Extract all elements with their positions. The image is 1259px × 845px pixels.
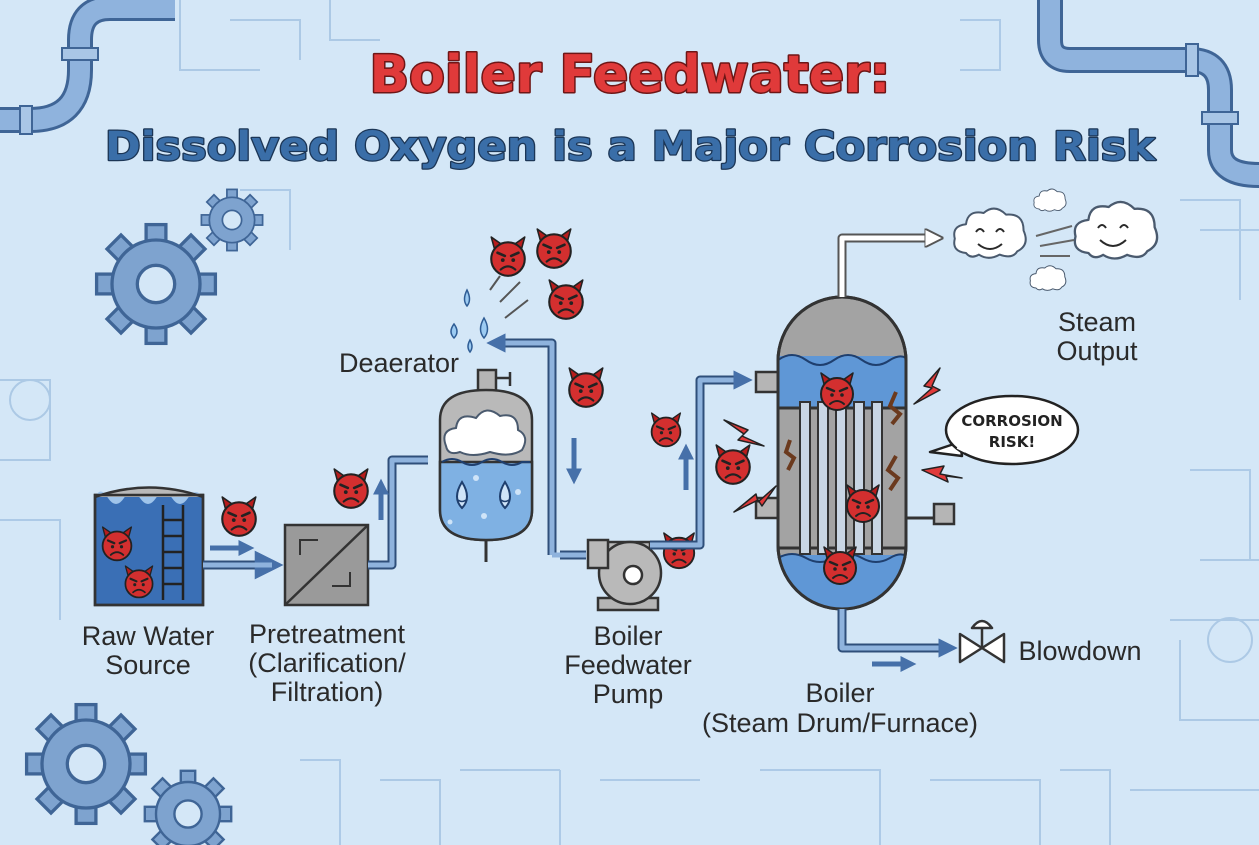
steam-cloud-icon <box>1073 200 1159 260</box>
oxygen-devil-icon <box>662 532 696 570</box>
label-blowdown: Blowdown <box>1018 636 1141 666</box>
pipe-deaerator-loop <box>503 338 586 560</box>
blowdown-pipe <box>837 609 946 653</box>
feedwater-pump <box>586 538 663 612</box>
label-pretreatment-line-3: Filtration) <box>271 677 384 707</box>
corrosion-risk-callout: CORROSION RISK! <box>928 394 1080 466</box>
oxygen-devil-icon <box>124 565 154 599</box>
gear-icon <box>143 769 233 845</box>
steam-puff <box>1029 265 1067 291</box>
callout-line-2: RISK! <box>989 433 1035 451</box>
steam-lines <box>1035 225 1075 257</box>
label-pretreatment-line-1: Pretreatment <box>249 619 406 649</box>
deaerator-vessel <box>438 368 534 562</box>
steam-pipe <box>837 233 928 297</box>
label-raw-water-line-2: Source <box>105 650 191 680</box>
label-pump-line-1: Boiler <box>593 621 662 651</box>
gear-icon <box>24 702 148 826</box>
deaerator-vent-spray <box>450 275 529 354</box>
oxygen-devil-icon <box>547 279 585 321</box>
steam-puff <box>1033 188 1067 212</box>
corner-pipe-top-left <box>0 0 175 135</box>
raw-water-tank <box>93 486 205 607</box>
valve-icon <box>958 619 1006 664</box>
label-pump-line-2: Feedwater <box>564 650 692 680</box>
oxygen-devil-icon <box>489 236 527 278</box>
gear-icon <box>200 188 264 252</box>
subtitle: Dissolved Oxygen is a Major Corrosion Ri… <box>105 124 1157 170</box>
gear-icon <box>94 222 218 346</box>
label-pump-line-3: Pump <box>593 679 664 709</box>
label-steam-line-1: Steam <box>1058 307 1136 337</box>
steam-cloud-icon <box>953 207 1027 259</box>
oxygen-devil-icon <box>819 372 855 412</box>
label-raw-water-line-1: Raw Water <box>82 621 215 651</box>
pipe-to-deaerator <box>368 455 428 570</box>
oxygen-devil-icon <box>822 546 858 586</box>
label-boiler-line-2: (Steam Drum/Furnace) <box>702 708 978 738</box>
pretreatment-unit <box>283 523 370 607</box>
label-deaerator: Deaerator <box>339 348 459 378</box>
oxygen-devil-icon <box>332 468 370 510</box>
oxygen-devil-icon <box>714 444 752 486</box>
pipe-pump-to-boiler <box>650 375 740 550</box>
oxygen-devil-icon <box>845 484 881 524</box>
label-steam-line-2: Output <box>1056 336 1138 366</box>
oxygen-devil-icon <box>220 496 258 538</box>
oxygen-devil-icon <box>650 412 682 448</box>
callout-line-1: CORROSION <box>961 412 1062 430</box>
label-boiler-line-1: Boiler <box>805 678 874 708</box>
oxygen-devil-icon <box>101 526 133 562</box>
lightning-icon <box>723 367 963 513</box>
oxygen-devil-icon <box>567 367 605 409</box>
corner-pipe-top-right <box>1037 0 1259 188</box>
title: Boiler Feedwater: <box>370 45 891 105</box>
label-pretreatment-line-2: (Clarification/ <box>248 648 406 678</box>
oxygen-devil-icon <box>535 228 573 270</box>
